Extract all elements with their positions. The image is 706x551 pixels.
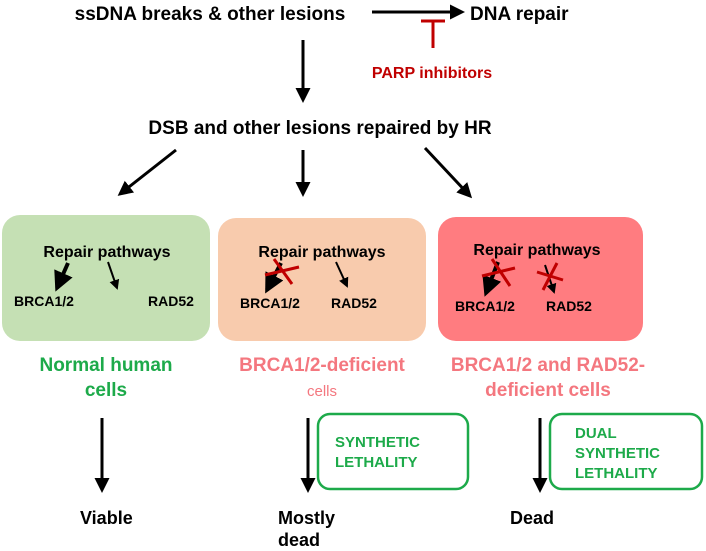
callout-line: SYNTHETIC <box>335 434 420 451</box>
outcome-mostly-2: dead <box>278 530 320 550</box>
arrow-right <box>423 146 473 199</box>
dna-repair-label: DNA repair <box>470 4 569 25</box>
normal-cells-label-1: Normal human <box>39 355 172 376</box>
brca-label: BRCA1/2 <box>455 298 515 314</box>
dual-deficient-label-2: deficient cells <box>485 380 611 401</box>
dual-synthetic-lethality-callout: DUAL SYNTHETIC LETHALITY <box>548 412 704 491</box>
outcome-viable: Viable <box>80 508 133 528</box>
callout-line: LETHALITY <box>335 454 418 471</box>
brca-deficient-label-2: cells <box>307 383 337 400</box>
blocked-cross-icon <box>264 258 300 285</box>
normal-cells-box: Repair pathways BRCA1/2 RAD52 <box>2 215 210 341</box>
dsb-label: DSB and other lesions repaired by HR <box>148 118 491 139</box>
rad52-label: RAD52 <box>331 295 377 311</box>
parp-inhibitors-label: PARP inhibitors <box>372 65 492 82</box>
brca-arrow <box>54 262 73 292</box>
brca-label: BRCA1/2 <box>14 293 74 309</box>
rad52-arrow <box>107 261 120 290</box>
blocked-cross-icon <box>481 258 516 287</box>
repair-pathways-label: Repair pathways <box>258 244 385 261</box>
callout-line: SYNTHETIC <box>575 445 660 462</box>
dual-deficient-label-1: BRCA1/2 and RAD52- <box>451 355 645 376</box>
rad52-label: RAD52 <box>148 293 194 309</box>
callout-line: DUAL <box>575 425 617 442</box>
repair-pathways-label: Repair pathways <box>43 244 170 261</box>
brca-label: BRCA1/2 <box>240 295 300 311</box>
callout-line: LETHALITY <box>575 465 658 482</box>
brca-deficient-label-1: BRCA1/2-deficient <box>239 355 405 376</box>
rad52-label: RAD52 <box>546 298 592 314</box>
normal-cells-label-2: cells <box>85 380 127 401</box>
rad52-arrow <box>335 261 349 288</box>
arrow-left <box>117 148 177 196</box>
inhibition-icon <box>421 19 445 48</box>
outcome-dead: Dead <box>510 508 554 528</box>
blocked-cross-icon <box>536 262 564 291</box>
lesions-label: ssDNA breaks & other lesions <box>75 4 346 25</box>
outcome-mostly-1: Mostly <box>278 508 335 528</box>
dual-deficient-box: Repair pathways BRCA1/2 RAD52 <box>438 217 643 341</box>
brca-deficient-box: Repair pathways BRCA1/2 RAD52 <box>218 218 426 341</box>
repair-pathways-label: Repair pathways <box>473 242 600 259</box>
synthetic-lethality-callout: SYNTHETIC LETHALITY <box>316 412 470 491</box>
